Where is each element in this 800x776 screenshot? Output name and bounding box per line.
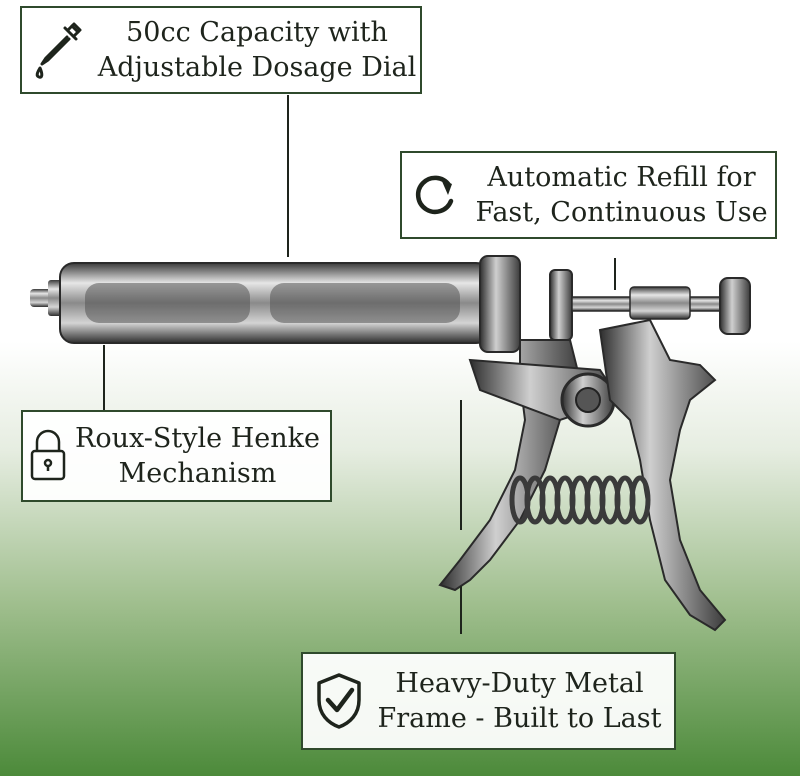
dropper-icon	[22, 20, 94, 80]
barrel-window-2	[270, 283, 460, 323]
rod-block	[629, 286, 691, 320]
frame-connector-line-upper	[460, 400, 462, 530]
spring	[509, 475, 651, 525]
refill-connector-line	[614, 258, 616, 290]
refill-line-2: Fast, Continuous Use	[475, 197, 768, 228]
refill-text: Automatic Refill for Fast, Continuous Us…	[468, 160, 775, 230]
mechanism-connector-line	[103, 345, 105, 410]
capacity-callout: 50cc Capacity with Adjustable Dosage Dia…	[20, 6, 422, 94]
frame-line-1: Heavy-Duty Metal	[395, 668, 644, 699]
barrel-window-1	[85, 283, 250, 323]
rear-trigger	[598, 318, 727, 632]
shield-check-icon	[303, 672, 375, 730]
padlock-icon	[23, 427, 73, 485]
capacity-text: 50cc Capacity with Adjustable Dosage Dia…	[94, 15, 420, 85]
frame-text: Heavy-Duty Metal Frame - Built to Last	[375, 666, 674, 736]
mechanism-callout: Roux-Style Henke Mechanism	[21, 410, 332, 502]
capacity-connector-line	[287, 95, 289, 257]
mechanism-text: Roux-Style Henke Mechanism	[73, 421, 330, 491]
mechanism-line-1: Roux-Style Henke	[75, 423, 320, 454]
refresh-icon	[402, 171, 468, 219]
mechanism-line-2: Mechanism	[118, 458, 277, 489]
refill-line-1: Automatic Refill for	[487, 162, 756, 193]
frame-callout: Heavy-Duty Metal Frame - Built to Last	[301, 652, 676, 750]
collar-ring	[549, 269, 573, 341]
frame-line-2: Frame - Built to Last	[377, 703, 662, 734]
capacity-line-2: Adjustable Dosage Dial	[97, 52, 417, 83]
pivot-pin	[575, 387, 601, 413]
capacity-line-1: 50cc Capacity with	[126, 17, 388, 48]
collar-nut	[479, 255, 521, 353]
refill-callout: Automatic Refill for Fast, Continuous Us…	[400, 151, 777, 239]
dosage-dial	[719, 277, 751, 335]
frame-connector-line-lower	[460, 586, 462, 634]
